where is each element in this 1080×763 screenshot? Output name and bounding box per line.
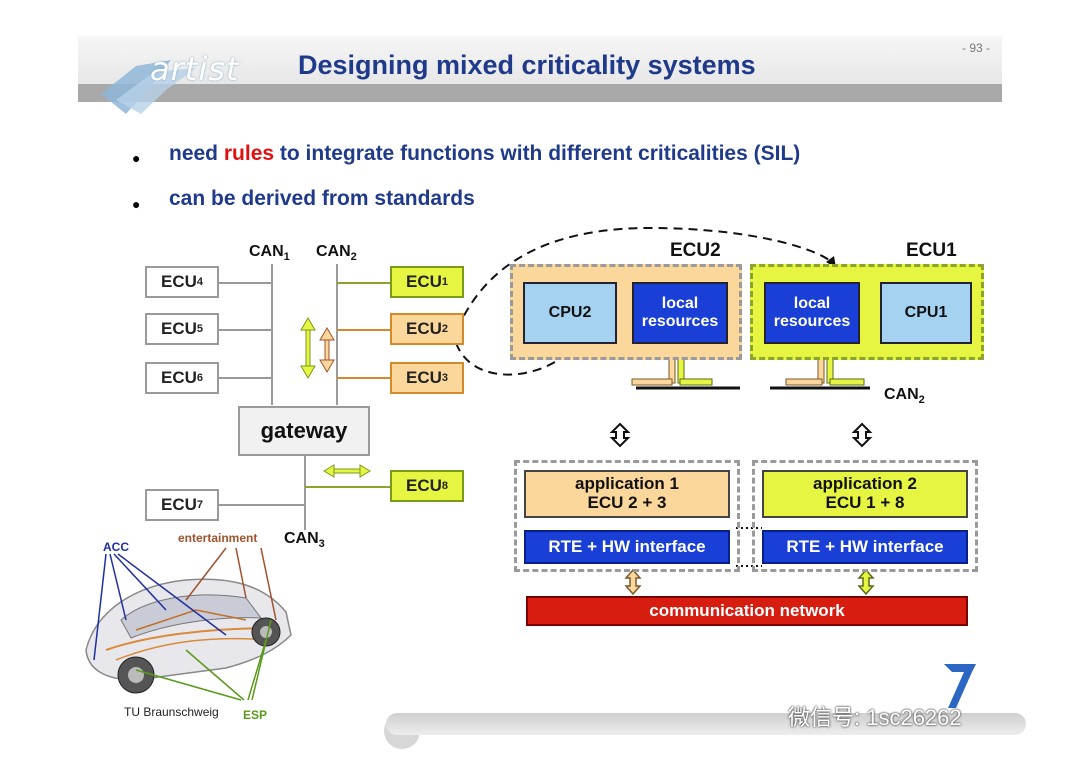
- bullet-dot: ●: [132, 196, 141, 212]
- bus-arrows-icon: [631, 346, 865, 386]
- esp-label: ESP: [243, 708, 268, 722]
- double-arrow-icon: [323, 464, 371, 478]
- communication-network-bar: communication network: [526, 596, 968, 626]
- bullet-1: need rules to integrate functions with d…: [169, 142, 801, 165]
- title-bar-stripe: [78, 84, 1002, 102]
- ecu2-title: ECU2: [670, 240, 721, 261]
- right-can2-label: CAN2: [884, 386, 925, 407]
- app2-container: [752, 460, 978, 572]
- footer-bar: [386, 713, 1026, 735]
- car-illustration: [85, 547, 292, 701]
- page-title: Designing mixed criticality systems: [298, 50, 756, 80]
- rte-hw-interface-1: RTE + HW interface: [524, 530, 730, 564]
- ecu1-title: ECU1: [906, 240, 957, 261]
- can1-label: CAN1: [249, 243, 290, 264]
- page-number: - 93 -: [962, 41, 991, 55]
- double-arrow-icon: [300, 317, 316, 379]
- rte-hw-interface-2: RTE + HW interface: [762, 530, 968, 564]
- acc-label: ACC: [103, 540, 129, 554]
- cpu2-box: CPU2: [523, 282, 617, 344]
- artist-logo-swoosh-icon: [101, 60, 196, 114]
- up-down-arrow-icon: [624, 568, 642, 596]
- double-arrow-icon: [319, 327, 335, 373]
- up-down-arrow-icon: [857, 568, 875, 596]
- highlight-rules: rules: [223, 142, 275, 165]
- bullet-2: can be derived from standards: [169, 187, 475, 210]
- up-down-arrow-icon: [851, 422, 873, 448]
- fp7-logo-icon: [944, 664, 976, 708]
- app1-container: [514, 460, 740, 572]
- can2-label: CAN2: [316, 243, 357, 264]
- artist-logo: artist: [150, 50, 240, 88]
- bullet-dot: ●: [132, 150, 141, 166]
- entertainment-label: entertainment: [178, 531, 258, 545]
- credit-label: TU Braunschweig: [124, 705, 219, 719]
- cpu1-box: CPU1: [880, 282, 972, 344]
- up-down-arrow-icon: [609, 422, 631, 448]
- watermark: 微信号: 1sc26262: [788, 705, 962, 730]
- gateway-box: gateway: [238, 406, 370, 456]
- can3-label: CAN3: [284, 530, 325, 551]
